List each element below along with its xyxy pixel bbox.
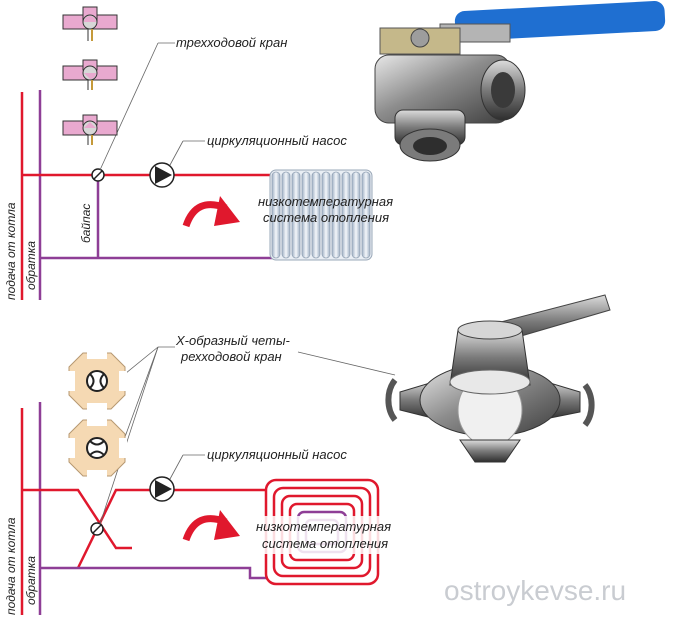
valve-position-icon-3 <box>62 114 118 145</box>
three-way-valve-illustration <box>374 1 666 162</box>
top-heating-label-1: низкотемпературная <box>258 194 393 209</box>
top-supply-label: подача от котла <box>4 202 18 300</box>
bottom-valve-symbol <box>90 522 104 536</box>
bottom-pump-label: циркуляционный насос <box>207 447 347 462</box>
bottom-pump-icon <box>149 476 175 502</box>
bottom-supply-label: подача от котла <box>4 517 18 615</box>
top-valve-symbol <box>91 168 105 182</box>
four-way-valve-label-2: рехходовой кран <box>180 349 282 364</box>
four-way-valve-illustration <box>385 294 611 463</box>
top-diagram: трехходовой кран циркуляционный насос ни… <box>4 1 666 300</box>
three-way-valve-label: трехходовой кран <box>176 35 287 50</box>
bottom-supply-pipe <box>22 488 132 550</box>
bottom-diagram: Х-образный четы- рехходовой кран циркуля… <box>4 294 611 615</box>
four-way-valve-label-1: Х-образный четы- <box>175 333 291 348</box>
top-pump-label: циркуляционный насос <box>207 133 347 148</box>
bottom-supply-pipe-2 <box>76 488 266 569</box>
bypass-label: байпас <box>79 204 93 243</box>
bottom-flow-arrow-icon <box>182 510 240 542</box>
four-way-valve-icon-1 <box>67 351 127 411</box>
bottom-heating-label-1: низкотемпературная <box>256 519 391 534</box>
top-radiator <box>269 169 373 261</box>
bottom-return-label: обратка <box>24 556 38 605</box>
four-way-valve-icon-2 <box>67 418 127 478</box>
top-return-label: обратка <box>24 241 38 290</box>
watermark: ostroykevse.ru <box>444 575 626 606</box>
bottom-heating-label-2: система отопления <box>262 536 388 551</box>
valve-position-icon-1 <box>62 6 118 41</box>
valve-position-icon-2 <box>62 59 118 90</box>
top-flow-arrow-icon <box>182 196 240 228</box>
bottom-return-pipe <box>40 566 268 580</box>
top-heating-label-2: система отопления <box>263 210 389 225</box>
top-pump-icon <box>149 162 175 188</box>
